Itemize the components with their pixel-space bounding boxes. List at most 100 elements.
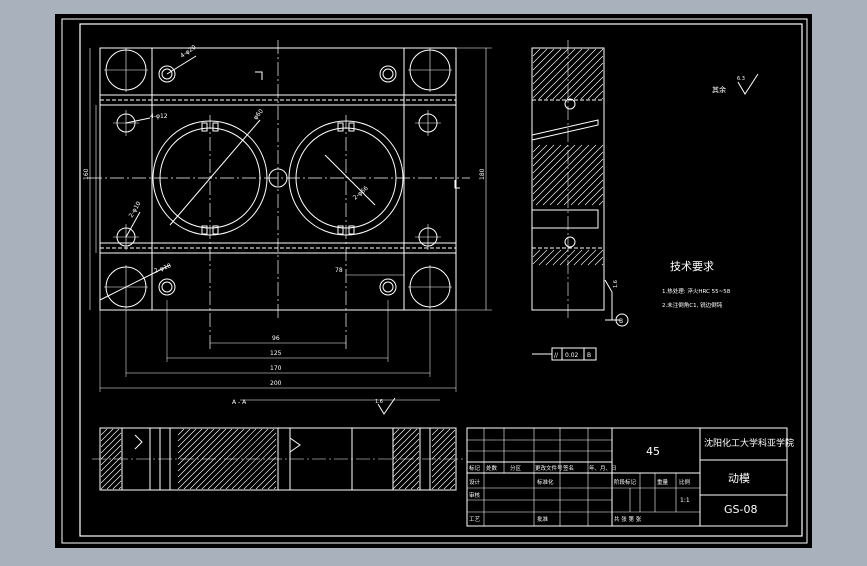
datum-circle [615,313,629,327]
section-label: A - A [232,399,247,406]
hatch-line [392,456,420,484]
roughness-value: 1.6 [613,280,619,288]
dim-text: 180 [479,168,486,180]
hatch-line [177,428,227,478]
hatch-line [392,428,412,448]
cavity-left-outer [152,120,268,236]
hatch-line [431,429,456,454]
tb-row-label: 年、月、日 [589,464,617,472]
pin-hole [158,278,176,296]
hatch-line [532,144,541,153]
hatch-line [443,477,456,490]
hatch-line [392,450,420,478]
hatch-line [100,428,120,448]
hatch-line [431,435,456,460]
hatch-line [431,447,456,472]
dim-text: 96 [272,335,280,342]
dim-text: 170 [270,365,282,372]
hatch-line [177,428,239,490]
tolerance-value: 0.02 [565,352,579,359]
hatch-line [201,428,263,490]
hatch-line [231,444,277,490]
hatch-line [556,158,604,206]
leader-line [99,264,171,301]
hatch-line [532,144,583,195]
roughness-rest-label: 其余 [712,85,726,94]
hatch-line [563,165,604,206]
hatch-line [177,428,191,442]
dim-text: 125 [270,350,282,357]
hatch-line [225,438,277,490]
hatch-line [398,468,420,490]
hatch-line [177,428,203,454]
tech-req-title: 技术要求 [670,260,714,273]
hatch-line [532,144,562,174]
tb-row-label: 标记 [469,464,481,472]
hatch-line [431,428,439,436]
hatch-line [177,428,197,448]
hatch-line [532,144,548,160]
tb-row-label: 处数 [486,464,498,472]
hatch-line [577,179,604,206]
hatch-line [584,186,604,206]
dim-text: 78 [335,267,343,274]
hatch-line [552,48,604,100]
hatch-line [532,48,541,57]
hatch-line [100,462,122,484]
cavity-notches [201,122,355,235]
hatch-line [100,428,108,436]
hatch-line [243,456,277,490]
pin-hole [382,68,394,80]
hatch-line [416,486,420,490]
dim-text: 200 [270,380,282,387]
roughness-value: 1.6 [375,399,383,405]
part-name: 动模 [728,472,750,485]
hatch-line [100,450,122,472]
hatch-line [100,444,122,466]
hatch-line [532,144,555,167]
hatch-line [106,474,122,490]
pin-hole [379,65,397,83]
tech-req-item: 2.未注倒角C1, 锐边倒钝 [662,301,723,309]
hatch-line [404,474,420,490]
pin-hole [161,68,173,80]
hatch-line [118,486,122,490]
hatch-line [392,428,418,454]
section-hatching [100,428,456,490]
hole-cross-marks [104,48,452,309]
tb-person-label: 设计 [469,478,481,486]
hatch-line [100,432,122,454]
dim-text: 160 [83,168,90,180]
cavity-left-inner [159,127,261,229]
school-name: 沈阳化工大学科亚学院 [704,437,794,449]
hatch-line [431,459,456,484]
dim-text: 4-φ12 [150,113,168,120]
tb-weight-label: 重量 [657,478,669,486]
hatch-line [237,450,277,490]
hatch-line [580,249,597,266]
hatch-line [273,486,277,490]
hatch-line [538,48,590,100]
hatch-line [532,48,576,92]
hatch-line [431,441,456,466]
hatch-line [392,444,420,472]
hatch-line [183,428,245,490]
hatch-line [431,453,456,478]
tb-row-label: 更改文件号 [535,464,563,472]
hatch-line [177,428,209,460]
hatch-line [392,428,400,436]
tolerance-datum: B [587,352,591,359]
tb-sheets-label: 共 张 第 张 [614,515,642,523]
hatch-line [410,480,420,490]
roughness-symbol [377,73,759,415]
hatch-line [601,263,604,266]
hatch-line [392,428,406,442]
hatch-line [532,48,569,85]
scale-value: 1:1 [680,497,690,504]
hatch-line [392,462,420,490]
hatch-line [559,249,576,266]
cavity-right-inner [295,127,397,229]
tech-req-item: 1.热处理: 淬火HRC 55~58 [662,287,731,295]
